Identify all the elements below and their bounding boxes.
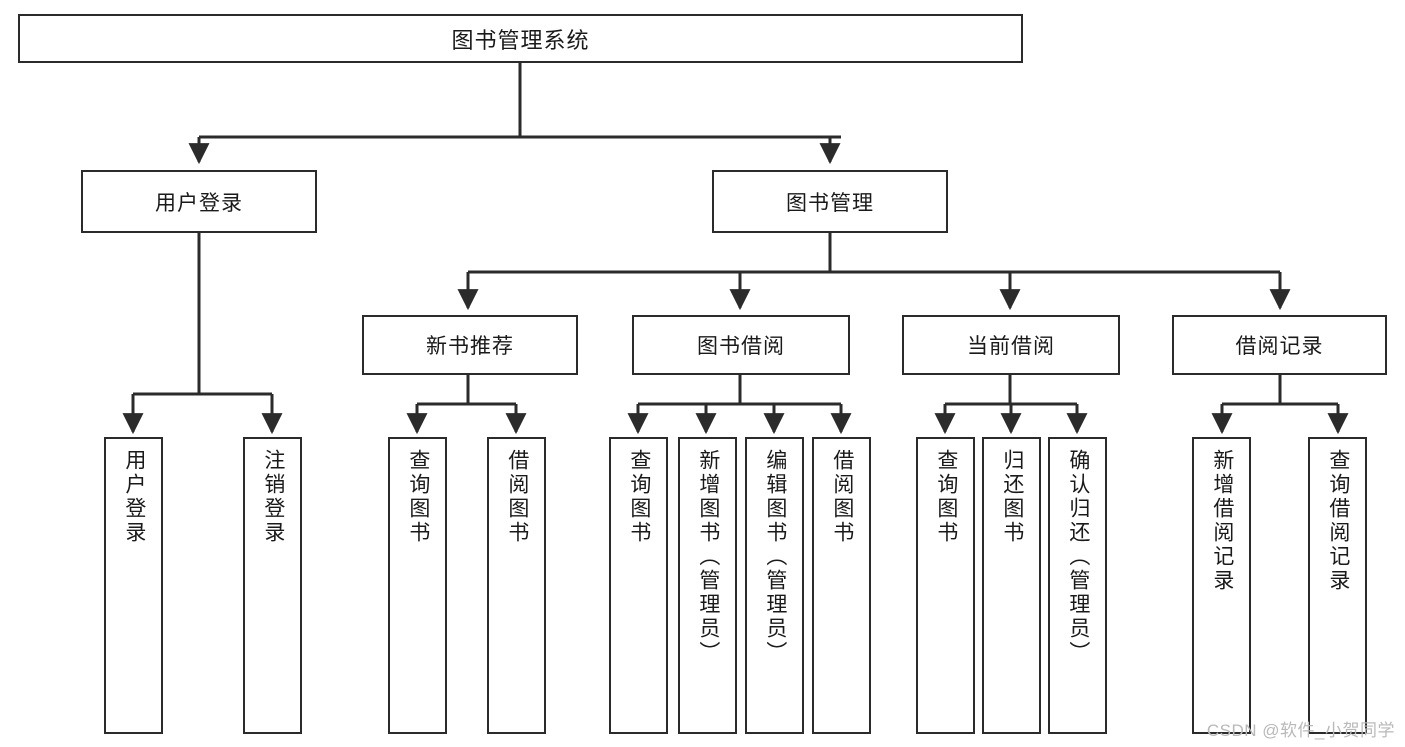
node-root-system[interactable]: 图书管理系统	[18, 14, 1023, 63]
leaf-label: 编辑图书（管理员）	[763, 449, 787, 665]
leaf-label: 用户登录	[122, 449, 146, 545]
leaf-label: 查询图书	[934, 449, 958, 545]
node-borrow-record[interactable]: 借阅记录	[1172, 315, 1387, 375]
leaf-borrow-edit-book-admin[interactable]: 编辑图书（管理员）	[745, 437, 804, 734]
leaf-borrow-add-book-admin[interactable]: 新增图书（管理员）	[678, 437, 737, 734]
leaf-recommend-query-book[interactable]: 查询图书	[388, 437, 447, 734]
node-label: 图书管理系统	[451, 27, 590, 53]
leaf-label: 归还图书	[1000, 449, 1024, 545]
leaf-current-return-book[interactable]: 归还图书	[982, 437, 1041, 734]
leaf-record-query-record[interactable]: 查询借阅记录	[1308, 437, 1367, 734]
leaf-label: 确认归还（管理员）	[1066, 449, 1090, 665]
leaf-label: 查询借阅记录	[1326, 449, 1350, 593]
leaf-record-add-record[interactable]: 新增借阅记录	[1192, 437, 1251, 734]
leaf-label: 借阅图书	[505, 449, 529, 545]
leaf-label: 查询图书	[406, 449, 430, 545]
leaf-borrow-borrow-book[interactable]: 借阅图书	[812, 437, 871, 734]
node-book-borrow[interactable]: 图书借阅	[632, 315, 850, 375]
node-label: 图书管理	[786, 191, 874, 215]
leaf-label: 新增图书（管理员）	[696, 449, 720, 665]
leaf-current-confirm-return-admin[interactable]: 确认归还（管理员）	[1048, 437, 1107, 734]
node-label: 图书借阅	[697, 335, 785, 358]
node-new-book-recommend[interactable]: 新书推荐	[362, 315, 578, 375]
leaf-label: 借阅图书	[830, 449, 854, 545]
leaf-recommend-borrow-book[interactable]: 借阅图书	[487, 437, 546, 734]
node-label: 当前借阅	[967, 335, 1055, 358]
node-book-management[interactable]: 图书管理	[712, 170, 948, 233]
node-user-login[interactable]: 用户登录	[81, 170, 317, 233]
leaf-user-login-logout[interactable]: 注销登录	[243, 437, 302, 734]
leaf-label: 查询图书	[627, 449, 651, 545]
node-label: 用户登录	[155, 191, 243, 215]
leaf-label: 注销登录	[261, 449, 285, 545]
leaf-user-login-login[interactable]: 用户登录	[104, 437, 163, 734]
leaf-borrow-query-book[interactable]: 查询图书	[609, 437, 668, 734]
leaf-label: 新增借阅记录	[1210, 449, 1234, 593]
node-label: 新书推荐	[426, 335, 514, 358]
node-label: 借阅记录	[1235, 335, 1324, 358]
node-current-borrow[interactable]: 当前借阅	[902, 315, 1120, 375]
leaf-current-query-book[interactable]: 查询图书	[916, 437, 975, 734]
